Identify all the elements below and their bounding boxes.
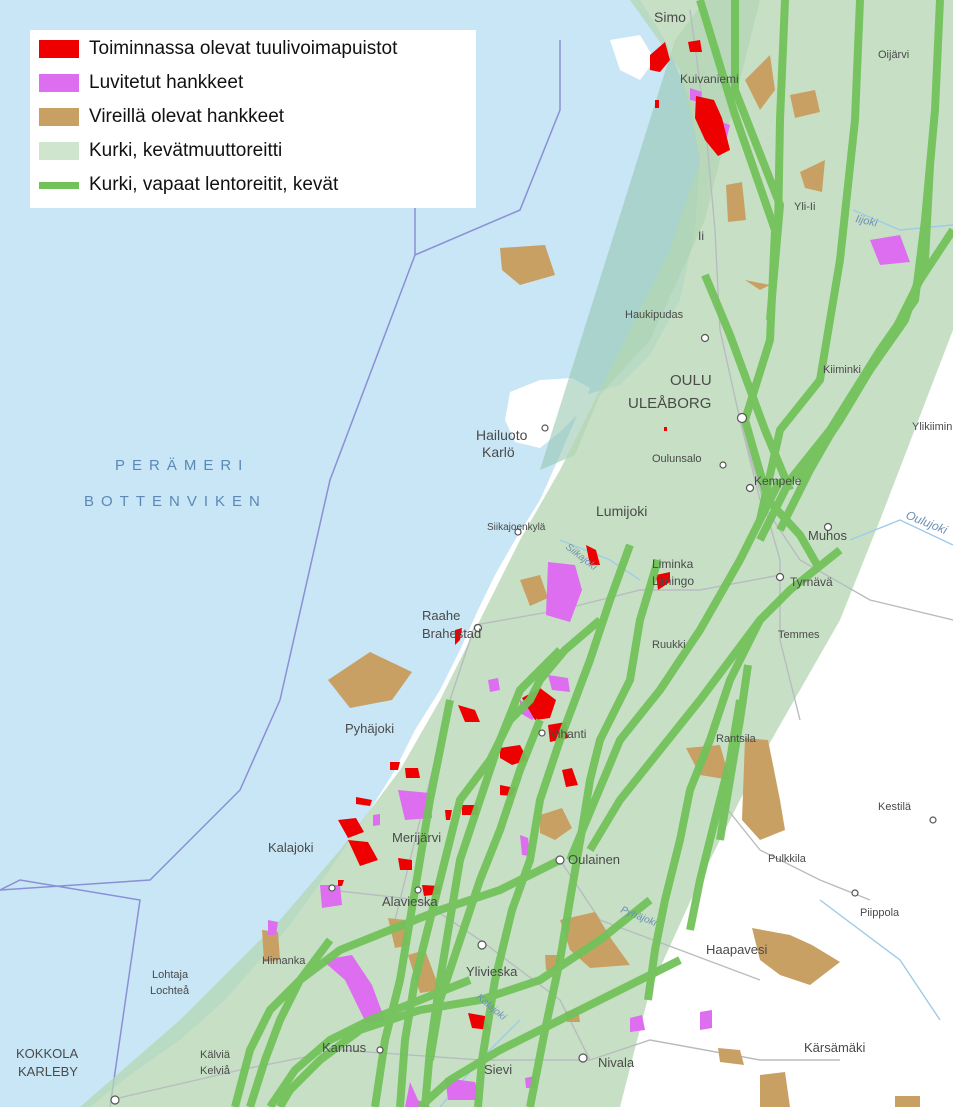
- legend-item-licensed: Luvitetut hankkeet: [39, 68, 243, 98]
- label-iijoki: Iijoki: [854, 213, 879, 229]
- label-kelvia: Kelviå: [200, 1065, 231, 1077]
- legend-item-corridor: Kurki, kevätmuuttoreitti: [39, 136, 282, 166]
- label-raahe: Raahe: [422, 608, 460, 623]
- label-lumijoki: Lumijoki: [596, 503, 647, 519]
- label-kestila: Kestilä: [878, 801, 912, 813]
- label-lochtea: Lochteå: [150, 985, 190, 997]
- label-hailuoto: Hailuoto: [476, 427, 528, 443]
- legend-label: Kurki, kevätmuuttoreitti: [89, 140, 283, 161]
- label-rantsila: Rantsila: [716, 733, 757, 745]
- label-nivala: Nivala: [598, 1055, 635, 1070]
- legend-item-pending: Vireillä olevat hankkeet: [39, 102, 284, 132]
- label-piippola: Piippola: [860, 907, 900, 919]
- label-ylivieska: Ylivieska: [466, 964, 518, 979]
- label-oulu: OULU: [670, 372, 712, 389]
- map-legend: Toiminnassa olevat tuulivoimapuistot Luv…: [30, 30, 476, 208]
- legend-item-operating: Toiminnassa olevat tuulivoimapuistot: [39, 34, 397, 64]
- label-oulainen: Oulainen: [568, 852, 620, 867]
- maritime-boundaries: [0, 40, 561, 1107]
- label-tyrnava: Tyrnävä: [790, 575, 833, 589]
- label-kuivaniemi: Kuivaniemi: [680, 72, 739, 86]
- label-vihanti: Vihanti: [550, 727, 586, 741]
- label-oijarvi: Oijärvi: [878, 49, 909, 61]
- place-markers: [110, 333, 937, 1105]
- pink-square-icon: [39, 74, 79, 92]
- label-kiiminki: Kiiminki: [823, 364, 861, 376]
- crane-migration-corridor: [80, 0, 953, 1107]
- label-merijarvi: Merijärvi: [392, 830, 441, 845]
- label-siikajoenkyla: Siikajoenkylä: [487, 522, 546, 533]
- brown-square-icon: [39, 108, 79, 126]
- label-sievi: Sievi: [484, 1062, 512, 1077]
- label-ruukki: Ruukki: [652, 639, 686, 651]
- label-pyhajoki: Pyhäjoki: [345, 721, 394, 736]
- label-oulunsalo: Oulunsalo: [652, 453, 702, 465]
- legend-label: Luvitetut hankkeet: [89, 72, 244, 93]
- label-haapavesi: Haapavesi: [706, 942, 768, 957]
- legend-label: Vireillä olevat hankkeet: [89, 106, 285, 127]
- label-karlo: Karlö: [482, 444, 515, 460]
- operating-wind-farms: [338, 40, 730, 1030]
- pale-green-square-icon: [39, 142, 79, 160]
- label-kalajoki: Kalajoki: [268, 840, 314, 855]
- label-kalvia: Kälviä: [200, 1049, 231, 1061]
- map-labels: Simo Oijärvi Kuivaniemi Yli-Ii Ii Iijoki…: [16, 9, 953, 1079]
- label-limingo: Limingo: [652, 574, 694, 588]
- label-karleby: KARLEBY: [18, 1064, 78, 1079]
- pending-projects: [262, 55, 920, 1107]
- crane-flight-paths: [231, 0, 953, 1107]
- label-ylii: Yli-Ii: [794, 201, 815, 213]
- legend-label: Toiminnassa olevat tuulivoimapuistot: [89, 38, 398, 59]
- label-haukipudas: Haukipudas: [625, 309, 684, 321]
- label-ii: Ii: [698, 229, 704, 243]
- label-temmes: Temmes: [778, 629, 820, 641]
- label-ylikiiminki: Ylikiiminki: [912, 421, 953, 433]
- label-kempele: Kempele: [754, 474, 802, 488]
- simo-islands: [610, 35, 655, 80]
- label-simo: Simo: [654, 9, 686, 25]
- label-brahestad: Brahestad: [422, 626, 481, 641]
- label-muhos: Muhos: [808, 528, 848, 543]
- label-pulkkila: Pulkkila: [768, 853, 807, 865]
- legend-label: Kurki, vapaat lentoreitit, kevät: [89, 174, 339, 195]
- label-uleaborg: ULEÅBORG: [628, 395, 711, 412]
- green-line-icon: [39, 181, 79, 189]
- label-lohtaja: Lohtaja: [152, 969, 189, 981]
- label-perameri: PERÄMERI: [115, 457, 249, 474]
- label-liminka: Liminka: [652, 557, 694, 571]
- red-square-icon: [39, 40, 79, 58]
- label-karsamaki: Kärsämäki: [804, 1040, 866, 1055]
- label-himanka: Himanka: [262, 955, 306, 967]
- legend-item-flight-paths: Kurki, vapaat lentoreitit, kevät: [39, 170, 338, 200]
- label-bottenviken: BOTTENVIKEN: [84, 493, 267, 510]
- label-kannus: Kannus: [322, 1040, 367, 1055]
- label-alavieska: Alavieska: [382, 894, 438, 909]
- label-kokkola: KOKKOLA: [16, 1046, 78, 1061]
